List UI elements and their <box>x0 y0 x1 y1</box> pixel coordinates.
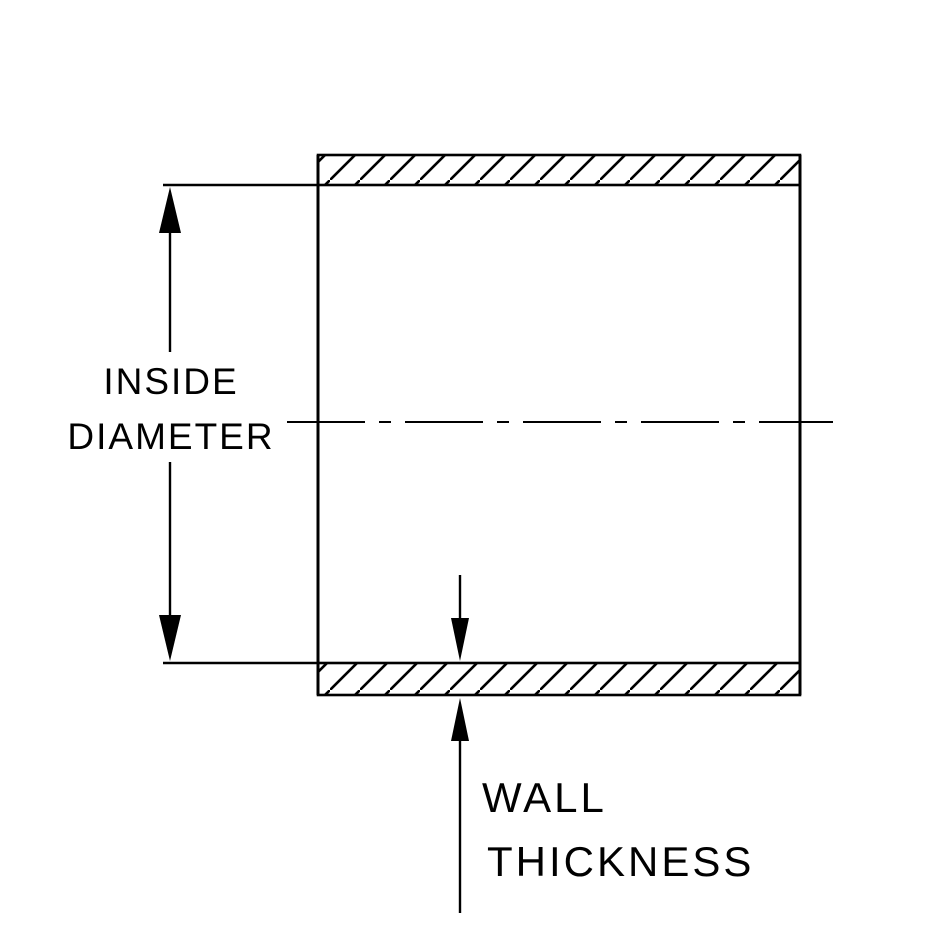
id-arrow-up-icon <box>159 187 181 233</box>
id-arrow-down-icon <box>159 615 181 661</box>
wall-arrow-down-icon <box>451 618 469 661</box>
tube-bottom-wall <box>316 661 802 697</box>
wall-thickness-label-line1: WALL <box>482 774 607 821</box>
inside-diameter-label-line1: INSIDE <box>103 361 238 402</box>
tube-top-wall <box>316 153 802 187</box>
inside-diameter-label-line2: DIAMETER <box>67 416 274 457</box>
wall-thickness-label-line2: THICKNESS <box>487 838 754 885</box>
wall-arrow-up-icon <box>451 698 469 741</box>
